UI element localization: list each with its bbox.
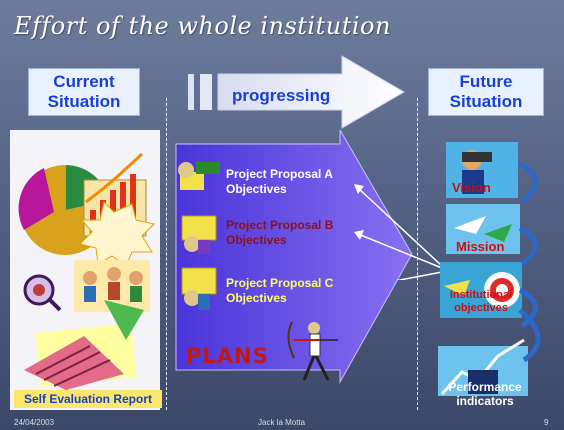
footer-author: Jack la Motta xyxy=(258,418,306,427)
progress-arrow-icon xyxy=(188,55,405,129)
mission-label: Mission xyxy=(456,239,505,254)
slide-title: Effort of the whole institution xyxy=(14,12,391,40)
clipart-worker-a-icon xyxy=(178,162,220,190)
clipart-archer-icon xyxy=(287,321,338,381)
clipart-performance-icon xyxy=(438,338,528,396)
proposal-a-title: Project Proposal A xyxy=(226,167,333,181)
footer-date: 24/04/2003 xyxy=(14,418,55,427)
divider-right xyxy=(417,98,418,410)
self-evaluation-report-label: Self Evaluation Report xyxy=(14,390,162,408)
connector-arrows-icon xyxy=(354,184,443,280)
proposal-b-title: Project Proposal B xyxy=(226,218,334,232)
performance-indicators-label: Performance indicators xyxy=(448,380,522,408)
proposal-a: Project Proposal A Objectives xyxy=(226,167,333,197)
clipart-vision-icon xyxy=(446,142,518,198)
clipart-collage-icon xyxy=(18,152,155,390)
curved-arrows-icon xyxy=(518,161,541,363)
proposal-b-objectives: Objectives xyxy=(226,233,287,247)
current-situation-text: Current Situation xyxy=(47,72,121,111)
plans-label: PLANS xyxy=(186,344,269,368)
clipart-target-icon xyxy=(440,262,522,318)
proposal-c-objectives: Objectives xyxy=(226,291,287,305)
proposal-c: Project Proposal C Objectives xyxy=(226,276,333,306)
vision-label: Vision xyxy=(452,180,491,195)
current-situation-label: Current Situation xyxy=(28,68,140,116)
progressing-label: progressing xyxy=(232,86,331,105)
proposal-a-objectives: Objectives xyxy=(226,182,287,196)
clipart-worker-c-icon xyxy=(181,267,217,310)
institutional-objectives-label: Institutional objectives xyxy=(449,289,513,314)
plans-arrow-icon xyxy=(175,130,413,384)
clipart-mission-icon xyxy=(446,204,520,254)
proposal-b: Project Proposal B Objectives xyxy=(226,218,333,248)
future-situation-text: Future Situation xyxy=(449,72,523,111)
divider-left xyxy=(166,98,167,410)
proposal-c-title: Project Proposal C xyxy=(226,276,334,290)
footer-page-number: 9 xyxy=(544,418,549,427)
future-situation-label: Future Situation xyxy=(428,68,544,116)
clipart-worker-b-icon xyxy=(181,215,217,254)
